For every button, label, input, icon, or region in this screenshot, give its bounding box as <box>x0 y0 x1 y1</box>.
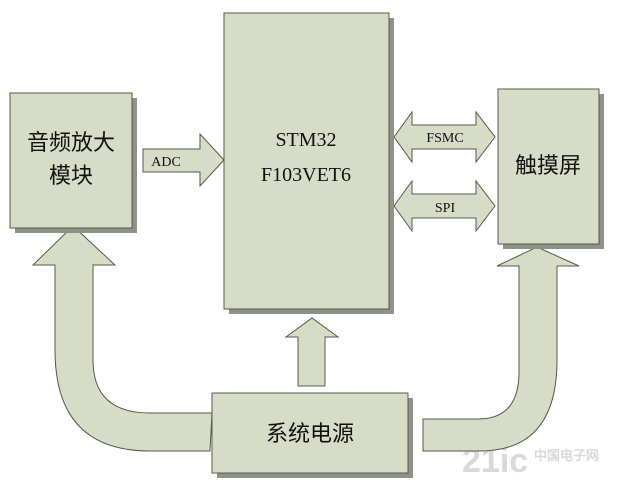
mcu-block <box>223 12 390 310</box>
audio-amplifier-block <box>9 92 133 229</box>
power-to-mcu-arrow <box>284 317 340 387</box>
power-supply-block <box>211 392 409 474</box>
fsmc-double-arrow <box>393 110 496 164</box>
mcu-label-line2: F103VET6 <box>261 164 351 186</box>
power-to-audio-arrow <box>31 225 213 452</box>
touchscreen-label: 触摸屏 <box>515 154 581 179</box>
adc-arrow <box>142 132 225 188</box>
mcu-label-line1: STM32 <box>275 129 336 151</box>
watermark-subtext: 中国电子网 <box>534 448 599 463</box>
audio-amplifier-label-line2: 模块 <box>49 164 93 189</box>
power-to-touchscreen-arrow <box>422 246 580 452</box>
spi-label: SPI <box>435 201 456 216</box>
audio-amplifier-label-line1: 音频放大 <box>27 131 115 156</box>
spi-double-arrow <box>393 179 496 233</box>
adc-label: ADC <box>151 155 181 170</box>
touchscreen-block <box>497 88 600 245</box>
power-supply-label: 系统电源 <box>266 422 354 447</box>
fsmc-label: FSMC <box>426 131 463 146</box>
